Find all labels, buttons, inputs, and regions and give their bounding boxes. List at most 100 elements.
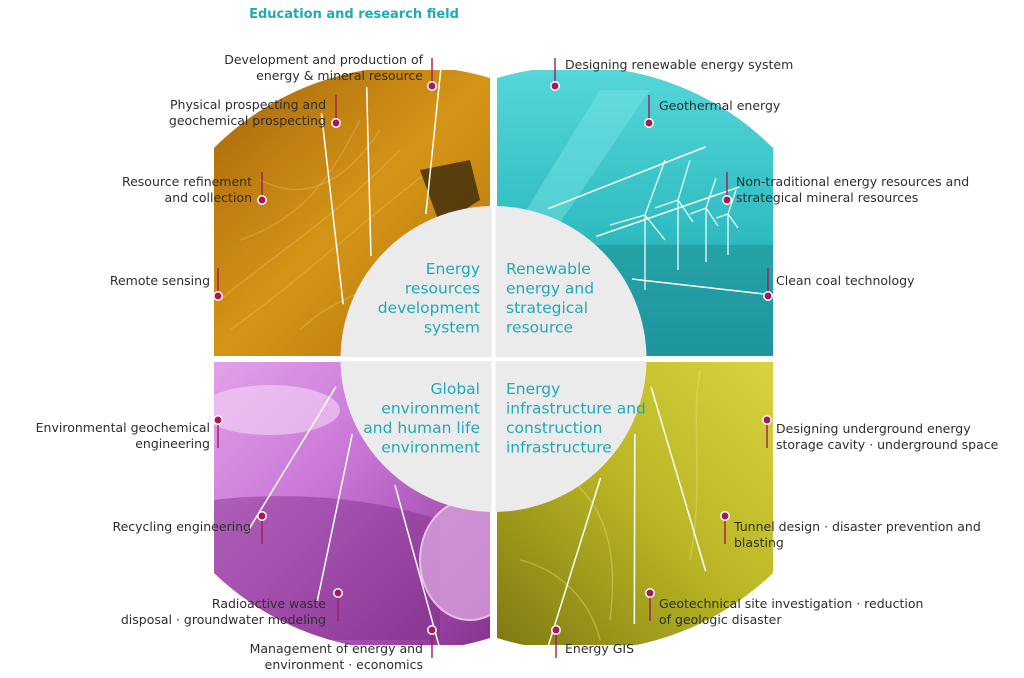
pin-dot <box>213 291 223 301</box>
pin-dot <box>551 625 561 635</box>
center-title-line: Renewable <box>506 260 591 278</box>
center-title-line: resources <box>405 280 480 298</box>
field-label: Remote sensing <box>110 273 210 288</box>
center-title-line: energy and <box>506 280 594 298</box>
center-title-line: resource <box>506 319 573 337</box>
pin-dot <box>550 81 560 91</box>
center-title-line: environment <box>381 439 480 457</box>
cloud-shape <box>214 385 340 435</box>
pin-dot <box>722 195 732 205</box>
sector-divider <box>365 87 372 257</box>
center-title-line: infrastructure <box>506 439 612 457</box>
pin-dot <box>645 588 655 598</box>
field-label: Recycling engineering <box>112 519 251 534</box>
field-label-line: Development and production of <box>224 52 423 67</box>
field-label-line: Designing underground energy <box>776 421 971 436</box>
field-shape <box>214 496 440 640</box>
field-label: Clean coal technology <box>776 273 915 288</box>
field-renewable-energy-4: Clean coal technology <box>763 268 915 301</box>
field-label-line: engineering <box>135 436 210 451</box>
pin-dot <box>333 588 343 598</box>
field-label-line: Non-traditional energy resources and <box>736 174 969 189</box>
pin-dot <box>257 511 267 521</box>
field-label-line: Environmental geochemical <box>36 420 210 435</box>
sector-divider <box>650 386 707 572</box>
field-label-line: Geotechnical site investigation · reduct… <box>659 596 923 611</box>
field-label-line: Remote sensing <box>110 273 210 288</box>
field-label: Geothermal energy <box>659 98 781 113</box>
field-energy-infrastructure-4: Energy GIS <box>551 625 634 658</box>
center-title-line: development <box>378 299 480 317</box>
field-label-line: Physical prospecting and <box>170 97 326 112</box>
field-renewable-energy-2: Geothermal energy <box>644 95 781 128</box>
center-title-line: infrastructure and <box>506 400 646 418</box>
field-label-line: Clean coal technology <box>776 273 915 288</box>
center-title-line: Energy <box>426 260 480 278</box>
field-label-line: strategical mineral resources <box>736 190 918 205</box>
field-label-line: Recycling engineering <box>112 519 251 534</box>
center-title-line: construction <box>506 419 602 437</box>
field-label-line: energy & mineral resource <box>256 68 423 83</box>
pin-dot <box>213 415 223 425</box>
sector-divider <box>544 477 602 651</box>
quadrant-global-environment <box>214 362 490 651</box>
light-ray <box>520 90 650 230</box>
field-label-line: Geothermal energy <box>659 98 781 113</box>
field-label-line: and collection <box>165 190 252 205</box>
sector-divider <box>631 278 773 298</box>
sector-divider <box>247 386 337 532</box>
pin-dot <box>762 415 772 425</box>
field-label-line: disposal · groundwater modeling <box>121 612 326 627</box>
center-title-line: environment <box>381 400 480 418</box>
pin-dot <box>644 118 654 128</box>
field-label-line: Tunnel design · disaster prevention and <box>733 519 981 534</box>
sector-divider <box>596 186 740 238</box>
field-label-line: geochemical prospecting <box>169 113 326 128</box>
field-energy-infrastructure-3: Geotechnical site investigation · reduct… <box>645 588 923 627</box>
center-title-line: Global <box>431 380 480 398</box>
field-label-line: Energy GIS <box>565 641 634 656</box>
header-title: Education and research field <box>249 7 459 22</box>
pin-dot <box>427 81 437 91</box>
field-label-line: Resource refinement <box>122 174 252 189</box>
pin-dot <box>720 511 730 521</box>
pin-dot <box>257 195 267 205</box>
field-label: Energy GIS <box>565 641 634 656</box>
field-renewable-energy-1: Designing renewable energy system <box>550 57 793 91</box>
field-label-line: Management of energy and <box>250 641 423 656</box>
sector-divider <box>425 66 443 215</box>
field-global-environment-2: Recycling engineering <box>112 511 267 544</box>
field-label-line: storage cavity · underground space <box>776 437 999 452</box>
field-label: Geotechnical site investigation · reduct… <box>659 596 923 627</box>
center-title-line: system <box>424 319 480 337</box>
field-energy-resources-4: Remote sensing <box>110 268 223 301</box>
field-label-line: of geologic disaster <box>659 612 782 627</box>
sector-divider <box>320 113 344 305</box>
field-label: Designing renewable energy system <box>565 57 793 72</box>
field-label-line: Radioactive waste <box>212 596 326 611</box>
center-title-line: and human life <box>363 419 480 437</box>
field-label-line: environment · economics <box>265 657 423 672</box>
